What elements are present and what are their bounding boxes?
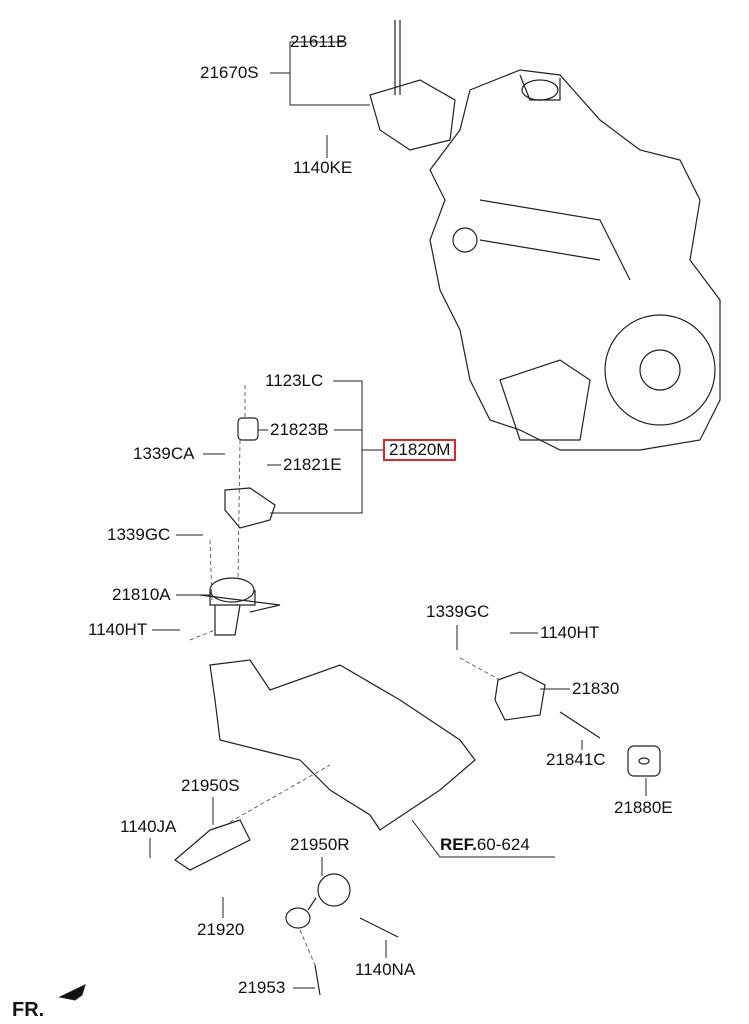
assembly-label-21820M: 21820M: [383, 439, 457, 461]
part-label-1339CA: 1339CA: [133, 444, 195, 463]
part-label-21950S: 21950S: [181, 776, 240, 795]
subframe: [209, 659, 476, 831]
part-label-1140JA: 1140JA: [120, 817, 177, 836]
part-label-21823B: 21823B: [270, 420, 329, 439]
part-label-1140KE: 1140KE: [293, 158, 353, 177]
reference-number: 60-624: [476, 835, 530, 854]
part-label-1140NA: 1140NA: [355, 960, 416, 979]
part-label-1339GC-left: 1339GC: [107, 525, 171, 544]
part-label-1140HT-right: 1140HT: [540, 623, 600, 642]
part-label-21830: 21830: [572, 679, 620, 698]
leader-lines: [58, 41, 647, 1001]
part-label-21920: 21920: [197, 920, 245, 939]
part-label-21953: 21953: [238, 978, 286, 997]
reference-prefix: REF.: [440, 835, 477, 854]
part-label-21841C: 21841C: [546, 750, 606, 769]
engine-block: [429, 69, 721, 451]
part-label-1339GC-right: 1339GC: [426, 602, 490, 621]
front-direction-label: FR.: [12, 999, 45, 1021]
part-label-21611B: 21611B: [290, 32, 348, 51]
part-label-21950R: 21950R: [290, 835, 350, 854]
part-label-1123LC: 1123LC: [265, 371, 324, 390]
part-label-21810A: 21810A: [112, 585, 171, 604]
part-label-21670S: 21670S: [200, 63, 259, 82]
part-label-21821E: 21821E: [283, 455, 342, 474]
bracket-21670S: [369, 79, 456, 151]
part-label-1140HT-left: 1140HT: [88, 620, 148, 639]
part-label-21880E: 21880E: [614, 798, 673, 817]
reference-label: REF.60-624: [440, 835, 530, 855]
